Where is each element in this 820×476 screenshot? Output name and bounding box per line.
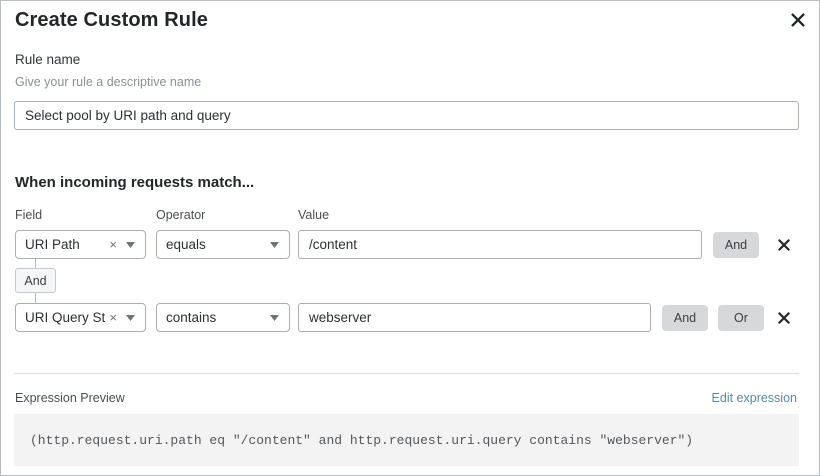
expression-preview-code: (http.request.uri.path eq "/content" and… <box>14 414 799 466</box>
edit-expression-link[interactable]: Edit expression <box>711 391 797 405</box>
operator-select-row-2-label: contains <box>166 310 217 325</box>
field-select-row-2-label: URI Query St... <box>25 310 106 325</box>
connector-line-top <box>35 259 36 269</box>
value-input-row-1[interactable] <box>298 230 702 259</box>
column-header-operator: Operator <box>156 208 206 222</box>
section-divider <box>14 373 799 374</box>
or-button-row-2[interactable]: Or <box>718 305 764 331</box>
expression-preview-label: Expression Preview <box>15 391 125 405</box>
value-input-row-2[interactable] <box>298 303 651 332</box>
field-select-row-1-label: URI Path <box>25 237 80 252</box>
column-header-value: Value <box>298 208 330 222</box>
and-button-row-2[interactable]: And <box>662 305 708 331</box>
remove-row-1-icon[interactable] <box>774 235 794 255</box>
page-title: Create Custom Rule <box>15 9 208 31</box>
field-select-row-2[interactable]: URI Query St... × <box>15 303 146 332</box>
connector-and-chip[interactable]: And <box>15 268 56 293</box>
and-button-row-1[interactable]: And <box>713 232 759 258</box>
operator-select-row-1-label: equals <box>166 237 206 252</box>
column-header-field: Field <box>15 208 43 222</box>
operator-select-row-1[interactable]: equals <box>156 230 290 259</box>
clear-icon[interactable]: × <box>109 310 117 325</box>
chevron-down-icon[interactable] <box>121 314 145 321</box>
chevron-down-icon[interactable] <box>265 314 289 321</box>
rule-name-hint: Give your rule a descriptive name <box>15 75 202 89</box>
chevron-down-icon[interactable] <box>121 241 145 248</box>
connector-line-bottom <box>35 292 36 303</box>
close-icon[interactable] <box>785 7 811 33</box>
field-select-row-1[interactable]: URI Path × <box>15 230 146 259</box>
match-section-heading: When incoming requests match... <box>15 174 255 191</box>
rule-name-input[interactable] <box>14 101 799 130</box>
operator-select-row-2[interactable]: contains <box>156 303 290 332</box>
rule-name-label: Rule name <box>15 52 81 67</box>
chevron-down-icon[interactable] <box>265 241 289 248</box>
clear-icon[interactable]: × <box>109 237 117 252</box>
remove-row-2-icon[interactable] <box>774 308 794 328</box>
